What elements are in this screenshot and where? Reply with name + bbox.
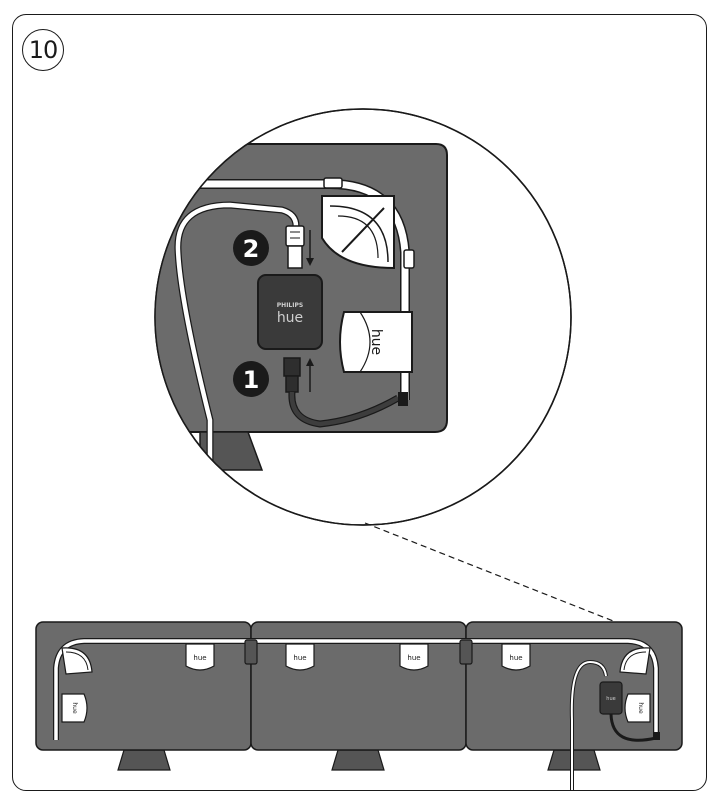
arrow-up [306, 358, 314, 392]
callout-2: 2 [233, 230, 269, 266]
plug-connector-1 [283, 357, 301, 393]
adapter-brand: PHILIPS [277, 302, 303, 309]
instruction-frame [12, 14, 707, 791]
arrow-down [306, 230, 314, 266]
leader-line [364, 522, 637, 631]
power-adapter: PHILIPS hue [257, 274, 323, 350]
callout-2-label: 2 [243, 235, 260, 263]
puck-hue-logo: hue [368, 329, 384, 355]
step-number-badge: 10 [22, 29, 64, 71]
plug-connector-2 [285, 225, 305, 269]
callout-1: 1 [233, 361, 269, 397]
panel-row: hue hue hue hue hue hue hue [35, 621, 683, 790]
adapter-logo: hue [277, 310, 303, 326]
svg-text:hue: hue [293, 654, 306, 662]
corner-light [321, 195, 415, 270]
svg-text:hue: hue [606, 696, 615, 702]
svg-text:hue: hue [637, 702, 644, 714]
zoom-detail: hue PHILIPS [154, 108, 572, 526]
svg-text:hue: hue [509, 654, 522, 662]
puck-light: hue [339, 311, 413, 373]
top-lights: hue hue hue hue [185, 643, 531, 671]
step-number: 10 [28, 36, 59, 64]
svg-text:hue: hue [407, 654, 420, 662]
svg-text:hue: hue [71, 702, 78, 714]
svg-text:hue: hue [193, 654, 206, 662]
callout-1-label: 1 [243, 366, 260, 394]
